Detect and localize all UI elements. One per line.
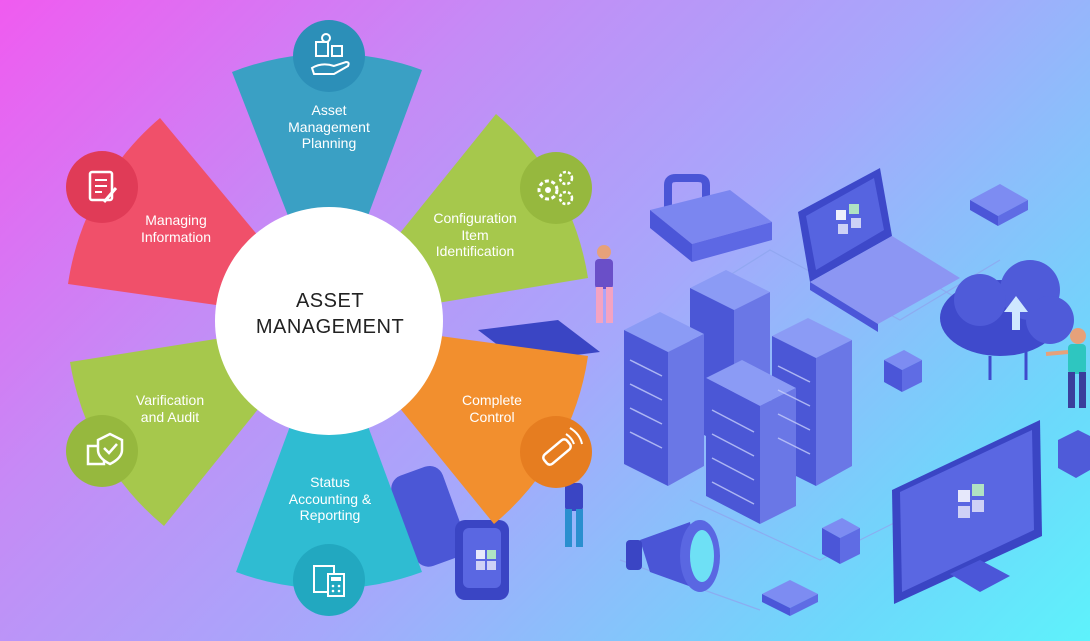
hand-assets-icon (293, 20, 365, 92)
server-rack-icon (624, 270, 852, 524)
segment-planning-petal (232, 53, 422, 321)
segment-label-planning: Asset Management Planning (288, 102, 370, 151)
laptop-icon (798, 168, 960, 332)
cube-icon (970, 184, 1028, 226)
center-circle (215, 207, 443, 435)
segment-label-configuration: Configuration Item Identification (433, 210, 517, 259)
remote-control-icon (520, 416, 592, 488)
person-icon (595, 245, 613, 323)
calculator-report-icon (293, 544, 365, 616)
document-edit-icon (66, 151, 138, 223)
cube-icon (822, 518, 860, 564)
watch-icon (391, 465, 509, 600)
cloud-upload-icon (940, 260, 1074, 380)
segment-status-petal (236, 321, 422, 589)
cube-icon (1058, 430, 1090, 478)
cube-icon (762, 580, 818, 616)
segment-label-verification: Varification and Audit (135, 392, 205, 425)
padlock-icon (650, 174, 772, 262)
megaphone-icon (626, 520, 720, 592)
center-title: ASSET MANAGEMENT (255, 290, 405, 338)
cube-icon (884, 350, 922, 392)
gears-icon (520, 152, 592, 224)
segment-label-information: Managing Information (140, 212, 212, 245)
person-icon (1045, 328, 1086, 408)
monitor-icon (892, 420, 1042, 604)
segment-label-control: Complete Control (462, 392, 522, 425)
segment-label-status: Status Accounting & Reporting (288, 474, 372, 523)
verified-box-icon (66, 415, 138, 487)
